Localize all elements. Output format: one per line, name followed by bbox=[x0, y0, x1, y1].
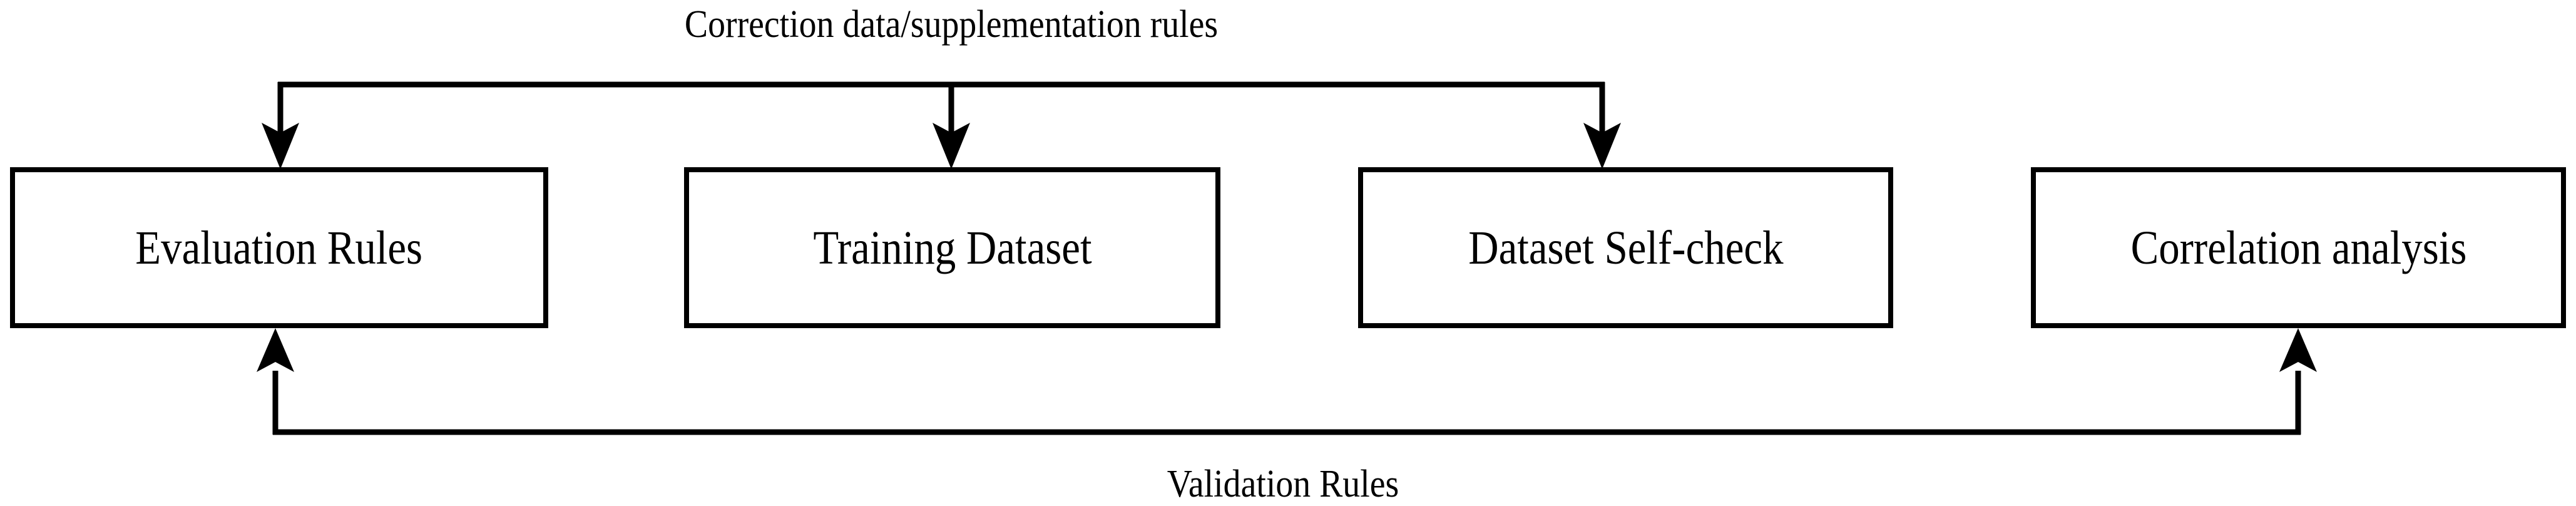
arrowhead-down-dataset-self-check bbox=[1583, 123, 1621, 169]
node-label-training-dataset: Training Dataset bbox=[812, 221, 1092, 274]
arrowhead-down-training-dataset bbox=[933, 123, 970, 169]
node-evaluation-rules[interactable]: Evaluation Rules bbox=[10, 167, 548, 328]
edge-label-correction-data: Correction data/supplementation rules bbox=[684, 3, 1219, 46]
arrowhead-up-evaluation-rules bbox=[257, 328, 294, 372]
node-label-evaluation-rules: Evaluation Rules bbox=[135, 221, 423, 274]
node-dataset-self-check[interactable]: Dataset Self-check bbox=[1358, 167, 1893, 328]
top-connector-bus bbox=[262, 81, 1621, 169]
bottom-connector-bus bbox=[257, 328, 2317, 435]
node-correlation-analysis[interactable]: Correlation analysis bbox=[2031, 167, 2566, 328]
edge-label-validation-rules: Validation Rules bbox=[1167, 463, 1399, 505]
node-label-correlation-analysis: Correlation analysis bbox=[2130, 221, 2466, 274]
arrowhead-down-evaluation-rules bbox=[262, 123, 299, 169]
node-label-dataset-self-check: Dataset Self-check bbox=[1468, 221, 1784, 274]
node-training-dataset[interactable]: Training Dataset bbox=[684, 167, 1220, 328]
arrowhead-up-correlation-analysis bbox=[2279, 328, 2317, 372]
